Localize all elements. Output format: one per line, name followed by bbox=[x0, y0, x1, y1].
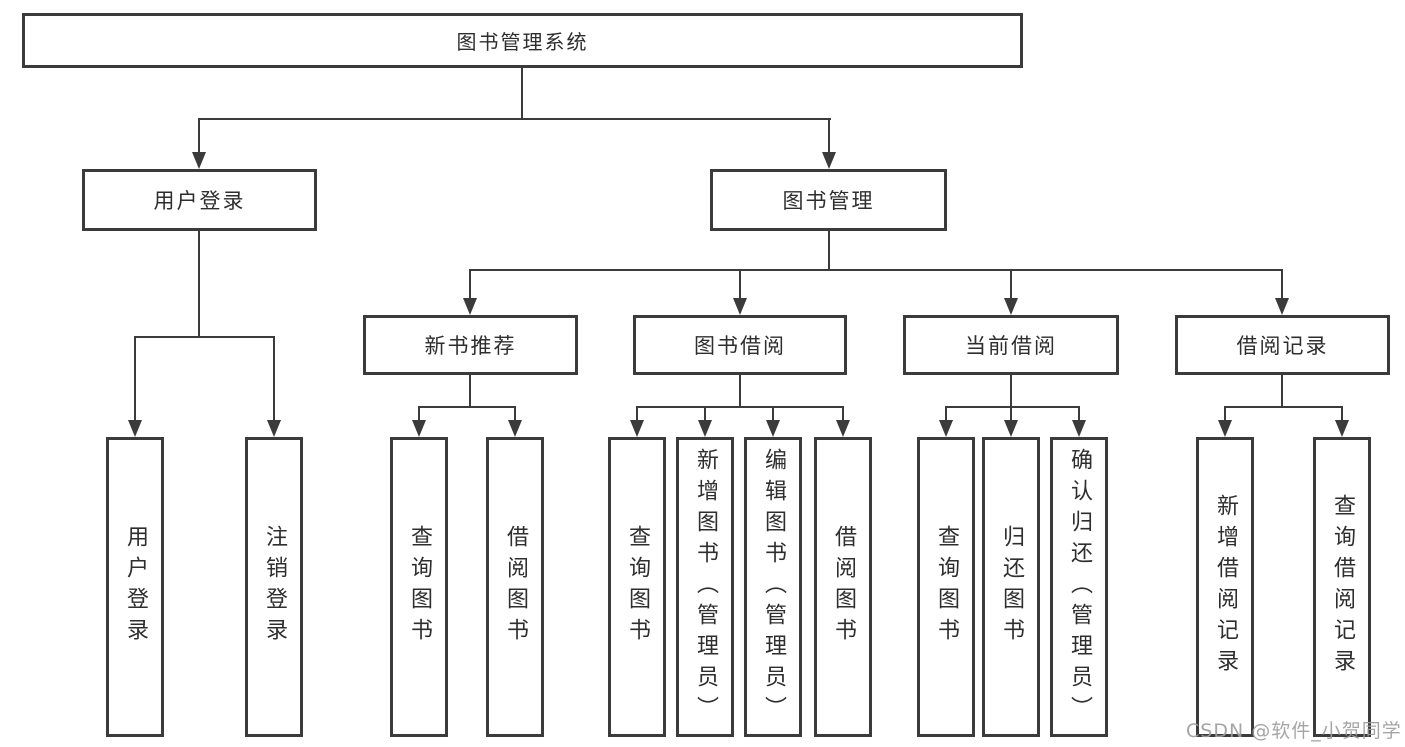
node-book-borrow: 图书借阅 bbox=[633, 315, 847, 375]
connector-line bbox=[521, 68, 523, 119]
leaf-return-book: 归还图书 bbox=[982, 437, 1040, 737]
arrow-down-icon bbox=[1004, 420, 1018, 437]
node-borrow-records: 借阅记录 bbox=[1175, 315, 1390, 375]
connector-line bbox=[1341, 406, 1343, 421]
leaf-add-book-admin: 新增图书（管理员） bbox=[676, 437, 734, 737]
connector-line bbox=[514, 406, 516, 421]
connector-line bbox=[828, 118, 830, 154]
connector-line bbox=[945, 406, 1080, 408]
node-user-login-label: 用户登录 bbox=[153, 189, 246, 213]
leaf-label: 查询图书 bbox=[625, 525, 650, 649]
leaf-borrow-books-2: 借阅图书 bbox=[814, 437, 872, 737]
node-current-borrow: 当前借阅 bbox=[903, 315, 1119, 375]
leaf-label: 查询图书 bbox=[934, 525, 959, 649]
connector-line bbox=[469, 375, 471, 408]
arrow-down-icon bbox=[508, 420, 522, 437]
connector-line bbox=[636, 406, 638, 421]
leaf-query-books-1: 查询图书 bbox=[390, 437, 448, 737]
leaf-user-login: 用户登录 bbox=[106, 437, 164, 737]
node-root: 图书管理系统 bbox=[22, 13, 1023, 68]
leaf-label: 借阅图书 bbox=[831, 525, 856, 649]
arrow-down-icon bbox=[939, 420, 953, 437]
connector-line bbox=[772, 406, 774, 421]
connector-line bbox=[469, 269, 1283, 271]
node-book-borrow-label: 图书借阅 bbox=[694, 334, 786, 358]
node-root-label: 图书管理系统 bbox=[456, 30, 589, 54]
arrow-down-icon bbox=[1335, 420, 1349, 437]
arrow-down-icon bbox=[128, 420, 142, 437]
node-new-book-recommend-label: 新书推荐 bbox=[424, 334, 517, 358]
leaf-label: 查询图书 bbox=[407, 525, 432, 649]
arrow-down-icon bbox=[630, 420, 644, 437]
leaf-label: 注销登录 bbox=[262, 525, 287, 649]
connector-line bbox=[636, 406, 844, 408]
arrow-down-icon bbox=[698, 420, 712, 437]
connector-line bbox=[1078, 406, 1080, 421]
leaf-query-books-3: 查询图书 bbox=[917, 437, 975, 737]
arrow-down-icon bbox=[192, 152, 206, 169]
connector-line bbox=[469, 269, 471, 299]
node-borrow-records-label: 借阅记录 bbox=[1236, 334, 1329, 358]
node-new-book-recommend: 新书推荐 bbox=[363, 315, 578, 375]
arrow-down-icon bbox=[1275, 298, 1289, 315]
connector-line bbox=[198, 118, 831, 120]
arrow-down-icon bbox=[836, 420, 850, 437]
leaf-query-books-2: 查询图书 bbox=[608, 437, 666, 737]
connector-line bbox=[273, 336, 275, 421]
leaf-add-borrow-record: 新增借阅记录 bbox=[1196, 437, 1254, 737]
leaf-label: 查询借阅记录 bbox=[1330, 494, 1355, 680]
leaf-edit-book-admin: 编辑图书（管理员） bbox=[744, 437, 802, 737]
connector-line bbox=[1010, 269, 1012, 299]
connector-line bbox=[1224, 406, 1226, 421]
leaf-query-borrow-record: 查询借阅记录 bbox=[1313, 437, 1371, 737]
leaf-borrow-books-1: 借阅图书 bbox=[486, 437, 544, 737]
node-book-management: 图书管理 bbox=[710, 169, 947, 231]
connector-line bbox=[704, 406, 706, 421]
leaf-label: 确认归还（管理员） bbox=[1067, 447, 1092, 727]
connector-line bbox=[739, 375, 741, 408]
connector-line bbox=[198, 231, 200, 338]
leaf-label: 新增图书（管理员） bbox=[693, 447, 718, 727]
arrow-down-icon bbox=[733, 298, 747, 315]
leaf-label: 编辑图书（管理员） bbox=[761, 447, 786, 727]
leaf-label: 用户登录 bbox=[123, 525, 148, 649]
connector-line bbox=[1281, 269, 1283, 299]
arrow-down-icon bbox=[1004, 298, 1018, 315]
arrow-down-icon bbox=[1072, 420, 1086, 437]
leaf-label: 借阅图书 bbox=[503, 525, 528, 649]
connector-line bbox=[134, 336, 136, 421]
connector-line bbox=[418, 406, 516, 408]
leaf-logout: 注销登录 bbox=[245, 437, 303, 737]
arrow-down-icon bbox=[463, 298, 477, 315]
leaf-label: 新增借阅记录 bbox=[1213, 494, 1238, 680]
arrow-down-icon bbox=[267, 420, 281, 437]
leaf-label: 归还图书 bbox=[999, 525, 1024, 649]
connector-line bbox=[828, 231, 830, 271]
leaf-confirm-return-admin: 确认归还（管理员） bbox=[1050, 437, 1108, 737]
arrow-down-icon bbox=[766, 420, 780, 437]
connector-line bbox=[1010, 406, 1012, 421]
connector-line bbox=[418, 406, 420, 421]
connector-line bbox=[1224, 406, 1343, 408]
node-current-borrow-label: 当前借阅 bbox=[965, 334, 1057, 358]
watermark: CSDN @软件_小贺同学 bbox=[1186, 720, 1402, 742]
connector-line bbox=[739, 269, 741, 299]
connector-line bbox=[842, 406, 844, 421]
connector-line bbox=[198, 118, 200, 154]
arrow-down-icon bbox=[822, 152, 836, 169]
arrow-down-icon bbox=[1218, 420, 1232, 437]
arrow-down-icon bbox=[412, 420, 426, 437]
node-book-management-label: 图书管理 bbox=[782, 189, 875, 213]
node-user-login: 用户登录 bbox=[82, 169, 317, 231]
connector-line bbox=[945, 406, 947, 421]
connector-line bbox=[1010, 375, 1012, 408]
connector-line bbox=[1281, 375, 1283, 408]
connector-line bbox=[134, 336, 275, 338]
